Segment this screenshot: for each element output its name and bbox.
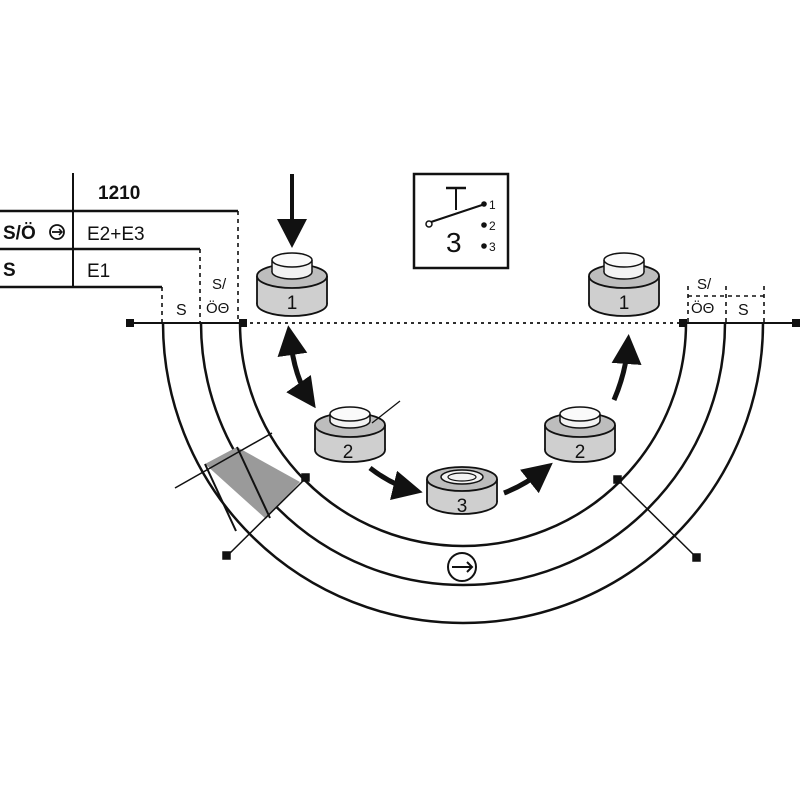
switch-big-number: 3 [446, 227, 462, 258]
table-row-so-value: E2+E3 [87, 224, 145, 245]
zone-so-left-bottom: ÖΘ [206, 299, 229, 317]
ring-middle [199, 322, 727, 587]
arrow-1-to-2 [277, 325, 316, 409]
button-1-left-label: 1 [287, 293, 298, 314]
button-1-right: 1 [588, 252, 660, 317]
rotary-rings [161, 322, 765, 625]
cut-line-right [617, 479, 698, 559]
ring-outer [161, 322, 765, 625]
zone-so-right-top: S/ [697, 276, 712, 293]
legend-table: 1210 S/Ö E2+E3 S E1 [0, 173, 238, 289]
circle-arrow-right-icon [49, 224, 65, 240]
button-2-left-label: 2 [343, 442, 354, 463]
band-outlines [204, 446, 271, 532]
arrow-2-to-1 [611, 334, 642, 401]
gray-station-band [205, 447, 300, 519]
arrow-3-to-2 [503, 462, 553, 496]
rail-end-left [126, 319, 134, 327]
cut-lines [174, 432, 701, 562]
rail-node-right [679, 319, 687, 327]
cut-line-upper-left [174, 432, 273, 489]
arrow-2-to-3 [368, 466, 423, 500]
button-2-right-label: 2 [575, 442, 586, 463]
zone-s-left: S [176, 302, 187, 319]
zone-so-right-bottom: ÖΘ [691, 299, 714, 317]
button-2-left: 2 [314, 400, 401, 463]
switch-pos-3: 3 [489, 240, 496, 254]
cut-line-lower-left [226, 477, 307, 557]
down-arrow-icon [277, 174, 307, 248]
table-leaders [161, 211, 239, 322]
ring-inner [238, 322, 688, 548]
right-zone-dashes [687, 286, 765, 322]
switch-pos-2: 2 [489, 219, 496, 233]
curved-arrow-icon [277, 325, 642, 500]
switch-pos-1: 1 [489, 198, 496, 212]
zone-labels: S S/ ÖΘ S/ ÖΘ S [176, 276, 749, 319]
button-1-right-label: 1 [619, 293, 630, 314]
table-row-so-label: S/Ö [3, 223, 36, 244]
zone-s-right: S [738, 302, 749, 319]
button-3-label: 3 [457, 496, 468, 517]
table-row-s-value: E1 [87, 261, 110, 282]
button-3: 3 [426, 466, 498, 517]
rail [126, 319, 800, 327]
rail-end-right [792, 319, 800, 327]
switch-symbol: 1 2 3 3 [412, 172, 510, 270]
button-2-right: 2 [544, 406, 616, 463]
circle-arrow-right-icon [447, 552, 477, 582]
button-1-left: 1 [256, 252, 328, 317]
zone-so-left-top: S/ [212, 276, 227, 293]
table-header: 1210 [98, 183, 140, 204]
rail-node-left [239, 319, 247, 327]
table-row-s-label: S [3, 260, 16, 281]
